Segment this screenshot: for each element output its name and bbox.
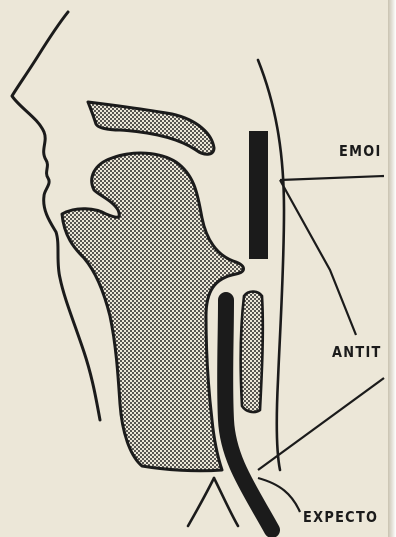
hard-palate-shape [88, 102, 214, 154]
posterior-wall-line [258, 60, 284, 470]
tongue-throat-shape [62, 153, 244, 471]
label-middle: ANTIT [332, 345, 382, 360]
pointer-line-middle [280, 180, 356, 335]
label-bottom: EXPECTO [303, 510, 378, 525]
label-top: EMOI [339, 144, 382, 159]
pointer-line-top [280, 176, 384, 180]
fork-line-right [214, 478, 238, 526]
stippled-strip [241, 292, 263, 413]
fork-line-left [188, 478, 214, 526]
black-bar-upper [249, 131, 268, 259]
page-edge-shadow [388, 0, 396, 537]
